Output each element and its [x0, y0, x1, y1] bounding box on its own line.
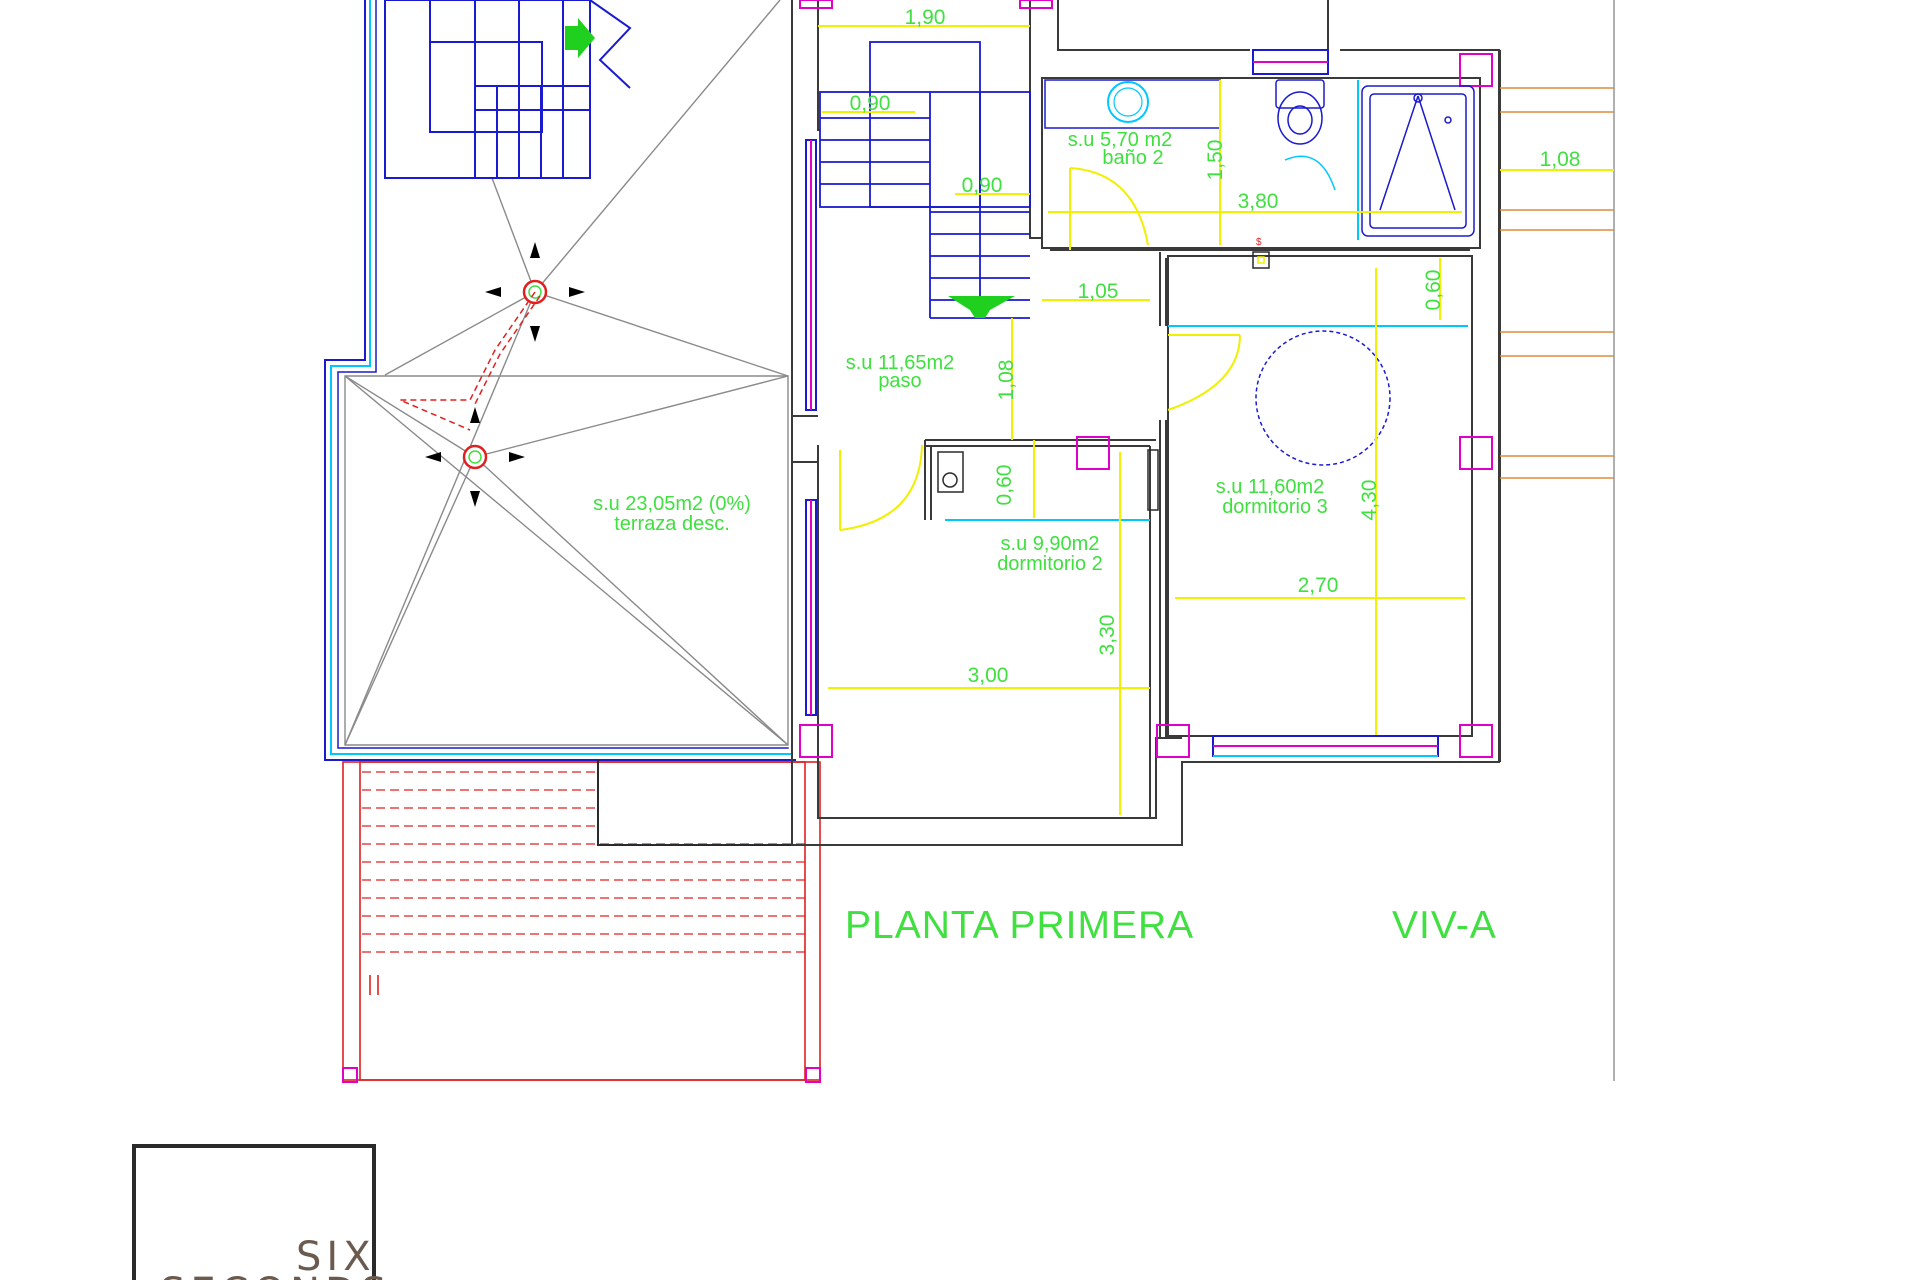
dimension-label: 0,60 — [1422, 270, 1445, 311]
unit-label: VIV-A — [1392, 904, 1497, 947]
room-area-paso: s.u 11,65m2 — [846, 352, 955, 374]
exterior-railing-lines — [1500, 87, 1614, 479]
room-area-dormitorio-2: s.u 9,90m2 — [1001, 533, 1100, 555]
dimension-label: 3,80 — [1238, 190, 1279, 213]
company-logo: SIX SECONDS — [132, 1144, 391, 1280]
logo-line-1: SIX — [296, 1234, 376, 1280]
plan-title: PLANTA PRIMERA — [845, 904, 1194, 947]
external-stair — [342, 761, 821, 1081]
room-area-terrace: s.u 23,05m2 (0%) — [593, 493, 751, 515]
dimension-label: 1,08 — [1540, 148, 1581, 171]
sink-icon — [1044, 79, 1221, 129]
room-name-paso: paso — [878, 370, 921, 392]
room-area-bano: s.u 5,70 m2 — [1068, 129, 1173, 151]
dimension-label: 0,90 — [962, 174, 1003, 197]
drain-pipe — [399, 291, 536, 431]
dimension-label: 4,30 — [1358, 480, 1381, 521]
logo-line-2: SECONDS — [160, 1270, 391, 1280]
drain-icon — [485, 242, 585, 342]
dimension-label: 1,90 — [905, 6, 946, 29]
dimension-label: 0,90 — [850, 92, 891, 115]
stair-upper-left — [384, 0, 632, 179]
dimension-label: 0,60 — [993, 465, 1016, 506]
dimension-label: 2,70 — [1298, 574, 1339, 597]
dimension-lines — [818, 25, 1614, 815]
toilet-icon — [1275, 79, 1336, 191]
windows — [805, 49, 1439, 757]
room-name-dormitorio-3: dormitorio 3 — [1222, 496, 1328, 518]
bathroom-fixtures: $ — [937, 79, 1475, 521]
room-name-bano: baño 2 — [1102, 147, 1163, 169]
stair-down-arrow — [948, 296, 1015, 318]
svg-text:$: $ — [1256, 237, 1262, 248]
structural-columns — [799, 0, 1493, 758]
shower-icon — [1357, 80, 1475, 240]
room-area-dormitorio-3: s.u 11,60m2 — [1216, 476, 1325, 498]
dimension-label: 1,05 — [1078, 280, 1119, 303]
room-labels: s.u 23,05m2 (0%) terraza desc. s.u 11,65… — [593, 129, 1328, 575]
dimension-label: 3,30 — [1096, 615, 1119, 656]
door-swings — [839, 167, 1241, 531]
dimension-label: 1,50 — [1204, 140, 1227, 181]
bedroom-circle — [1255, 330, 1391, 466]
room-name-terrace: terraza desc. — [614, 513, 730, 535]
dimension-label: 1,08 — [995, 360, 1018, 401]
stair-direction-arrow — [565, 18, 595, 58]
terrace-roof-lines — [344, 0, 789, 746]
walls — [791, 0, 1501, 846]
dimension-label: 3,00 — [968, 664, 1009, 687]
drain-icon — [425, 407, 525, 507]
interior-stair — [819, 41, 1031, 319]
room-name-dormitorio-2: dormitorio 2 — [997, 553, 1103, 575]
roof-drains — [399, 242, 585, 507]
dimension-labels: 1,90 0,90 0,90 1,05 1,08 1,50 3,80 0,60 … — [850, 6, 1581, 687]
plan-base-lines — [324, 0, 1615, 1081]
